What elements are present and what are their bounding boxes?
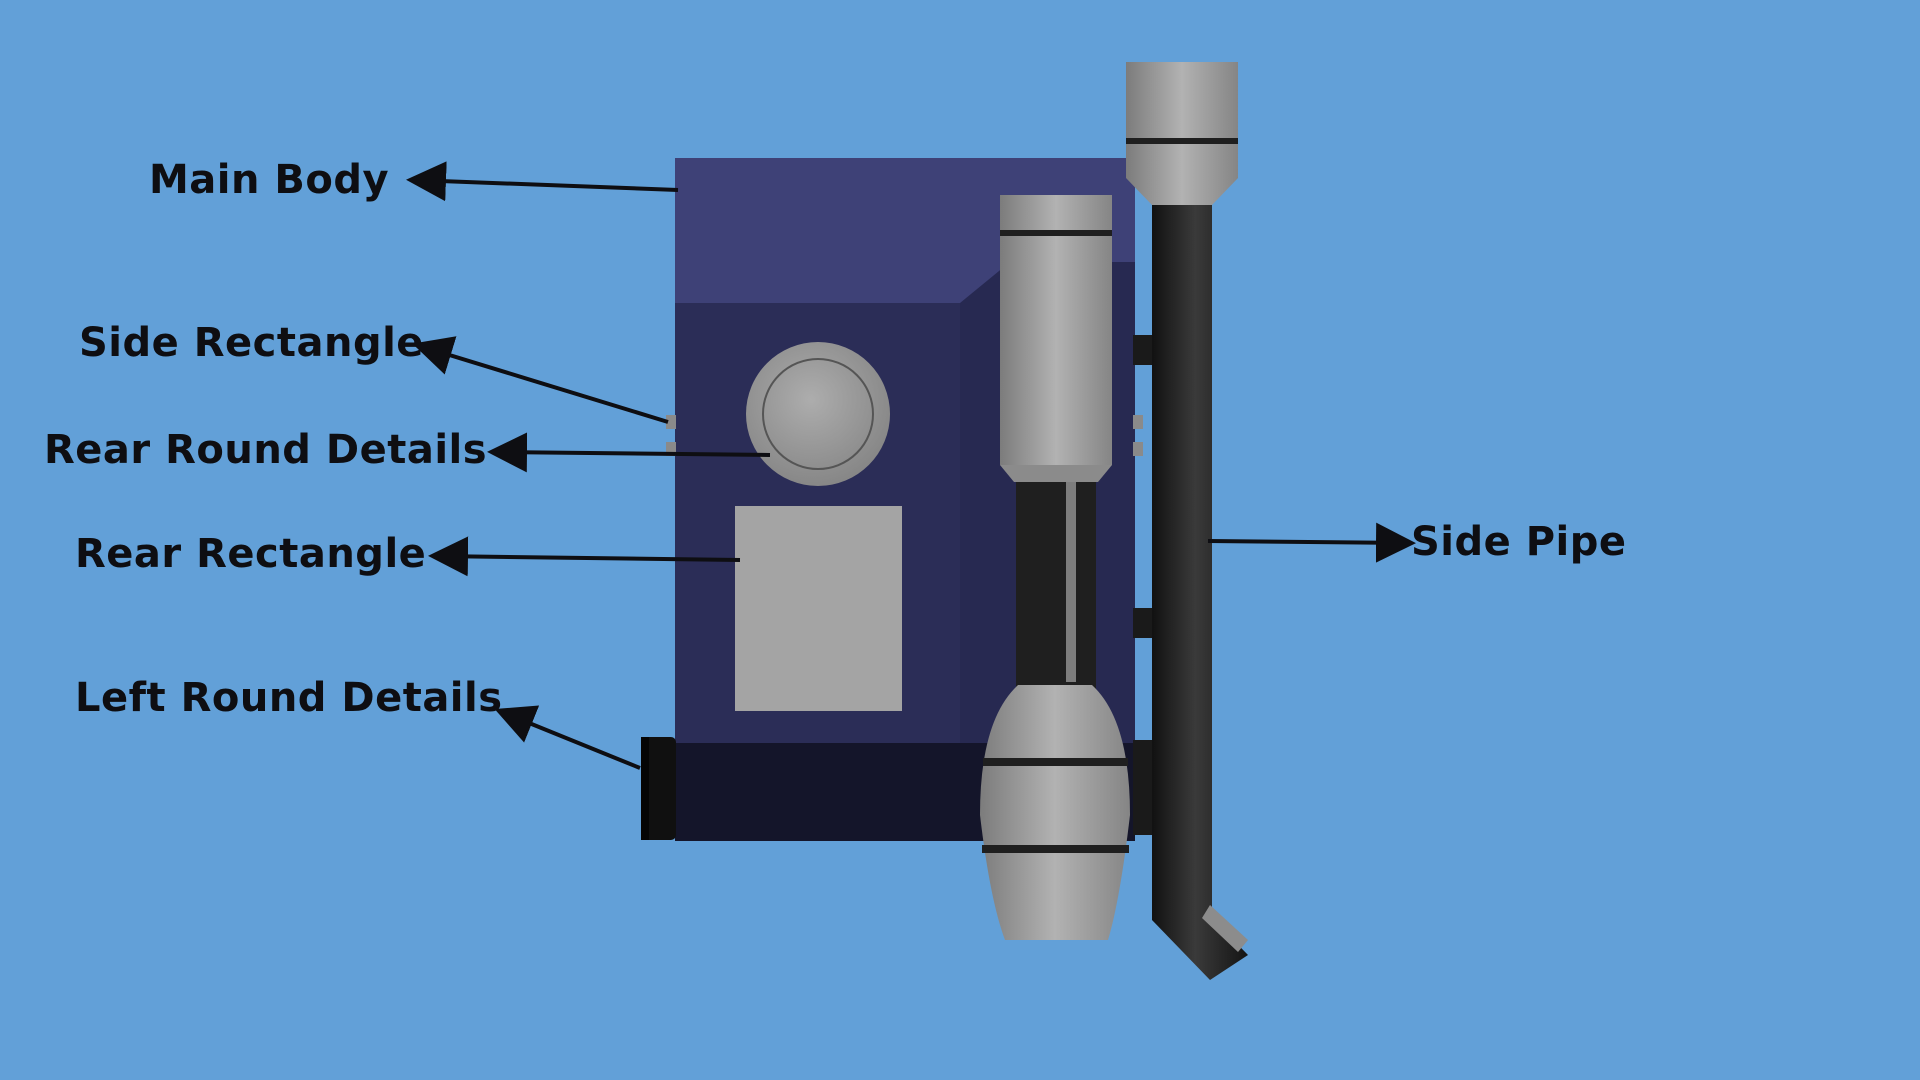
label-left-round-details: Left Round Details	[75, 675, 503, 721]
callout-arrows	[406, 161, 1416, 770]
side-pipe	[1126, 62, 1248, 980]
arrow-main-body	[406, 161, 679, 202]
arrow-rear-rectangle	[428, 536, 741, 577]
arrow-left-round-details	[494, 705, 641, 770]
center-exhaust-assembly	[980, 195, 1130, 940]
label-side-rectangle: Side Rectangle	[79, 320, 424, 366]
label-rear-rectangle: Rear Rectangle	[75, 531, 427, 577]
label-rear-round-details: Rear Round Details	[44, 427, 488, 473]
rear-round-detail	[746, 342, 890, 486]
arrow-side-pipe	[1207, 522, 1416, 563]
arrow-rear-round-details	[487, 432, 771, 473]
label-main-body: Main Body	[149, 157, 390, 203]
left-round-details	[641, 737, 676, 840]
arrow-side-rectangle	[412, 336, 669, 424]
label-side-pipe: Side Pipe	[1411, 519, 1627, 565]
side-rectangle	[666, 415, 1143, 456]
rear-rectangle	[735, 506, 902, 711]
